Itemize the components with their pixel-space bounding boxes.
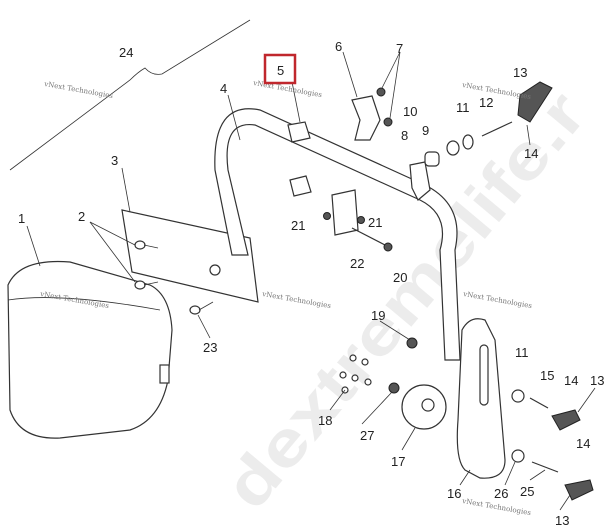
callout-7[interactable]: 7 xyxy=(396,41,403,56)
svg-text:vNext Technologies: vNext Technologies xyxy=(461,81,532,101)
leader-lines xyxy=(26,51,596,511)
part-clip xyxy=(564,479,594,501)
callout-19[interactable]: 19 xyxy=(371,308,385,323)
wheel-hub xyxy=(421,398,435,412)
callout-10[interactable]: 10 xyxy=(403,104,417,119)
part-bracket xyxy=(351,95,381,141)
part-pin xyxy=(529,397,549,409)
callout-8[interactable]: 8 xyxy=(401,128,408,143)
part-cover xyxy=(7,260,173,439)
callout-13[interactable]: 13 xyxy=(590,373,604,388)
part-washer xyxy=(462,134,474,150)
nut xyxy=(357,216,365,224)
part-bolt xyxy=(351,227,386,246)
nut xyxy=(383,117,393,127)
callout-6[interactable]: 6 xyxy=(335,39,342,54)
callout-13[interactable]: 13 xyxy=(513,65,527,80)
plate-hole xyxy=(209,264,221,276)
part-handle-bar xyxy=(214,108,461,361)
callout-11[interactable]: 11 xyxy=(456,100,470,115)
part-bracket-8 xyxy=(409,161,431,201)
bolts xyxy=(134,240,214,315)
highlight-box xyxy=(263,53,297,85)
part-mount xyxy=(331,189,359,236)
part-pin xyxy=(531,461,559,473)
callout-20[interactable]: 20 xyxy=(393,270,407,285)
callout-21[interactable]: 21 xyxy=(368,215,382,230)
callout-11[interactable]: 11 xyxy=(515,345,529,360)
part-bushing xyxy=(446,140,460,156)
callout-4[interactable]: 4 xyxy=(220,81,227,96)
callout-3[interactable]: 3 xyxy=(111,153,118,168)
nut xyxy=(323,212,331,220)
callout-labels[interactable]: 24 5 6 7 4 13 10 11 12 8 9 14 3 2 1 21 2… xyxy=(18,39,604,528)
callout-26[interactable]: 26 xyxy=(494,486,508,501)
part-washer xyxy=(511,449,525,463)
callout-24[interactable]: 24 xyxy=(119,45,133,60)
callout-5[interactable]: 5 xyxy=(277,63,284,78)
callout-1[interactable]: 1 xyxy=(18,211,25,226)
nut xyxy=(376,87,386,97)
nut xyxy=(406,337,418,349)
assembly-brace xyxy=(9,19,251,171)
part-clamp xyxy=(287,121,311,143)
callout-9[interactable]: 9 xyxy=(422,123,429,138)
part-washer xyxy=(511,389,525,403)
guard-slot xyxy=(479,344,489,406)
part-clip xyxy=(551,409,581,431)
callout-16[interactable]: 16 xyxy=(447,486,461,501)
callout-17[interactable]: 17 xyxy=(391,454,405,469)
callout-18[interactable]: 18 xyxy=(318,413,332,428)
callout-15[interactable]: 15 xyxy=(540,368,554,383)
callout-23[interactable]: 23 xyxy=(203,340,217,355)
part-plate xyxy=(121,209,259,303)
cover-edge xyxy=(7,297,161,311)
callout-27[interactable]: 27 xyxy=(360,428,374,443)
callout-13[interactable]: 13 xyxy=(555,513,569,528)
part-clip xyxy=(517,81,553,123)
nut xyxy=(388,382,400,394)
part-pin xyxy=(481,121,513,137)
callout-25[interactable]: 25 xyxy=(520,484,534,499)
svg-text:vNext Technologies: vNext Technologies xyxy=(43,80,114,100)
part-clamp-lower xyxy=(289,175,312,197)
callout-2[interactable]: 2 xyxy=(78,209,85,224)
nut xyxy=(383,242,393,252)
part-spacer xyxy=(424,151,440,167)
callout-14[interactable]: 14 xyxy=(524,146,538,161)
callout-12[interactable]: 12 xyxy=(479,95,493,110)
cover-latch xyxy=(159,364,170,384)
callout-22[interactable]: 22 xyxy=(350,256,364,271)
callout-14[interactable]: 14 xyxy=(576,436,590,451)
callout-14[interactable]: 14 xyxy=(564,373,578,388)
svg-text:vNext Technologies: vNext Technologies xyxy=(462,290,533,310)
callout-21[interactable]: 21 xyxy=(291,218,305,233)
svg-text:vNext Technologies: vNext Technologies xyxy=(261,290,332,310)
